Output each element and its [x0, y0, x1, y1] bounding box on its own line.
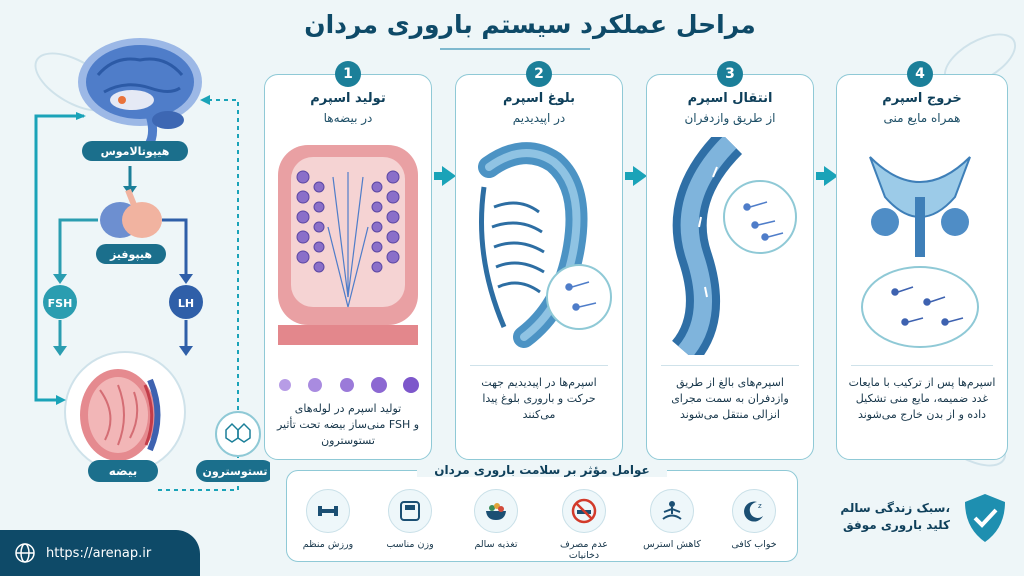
shield-check-icon — [965, 494, 1005, 542]
step-number: 3 — [717, 61, 743, 87]
brain-illustration — [78, 38, 202, 149]
factor-label: ورزش منظم — [302, 539, 354, 550]
meditation-icon — [650, 489, 694, 533]
lifestyle-line-1: سبک زندگی سالم، — [840, 501, 950, 515]
seminiferous-tubule-illustration — [278, 145, 418, 345]
flow-arrow — [434, 166, 456, 186]
scale-icon — [388, 489, 432, 533]
factor-item-stress: کاهش استرس — [635, 489, 709, 550]
step-subtitle: در بیضه‌ها — [323, 111, 373, 125]
step-card-1: 1 تولید اسپرم در بیضه‌ها تولید اسپرم در … — [264, 61, 432, 460]
factor-item-healthy-food: تغذیه سالم — [459, 489, 533, 550]
hormonal-axis-diagram: هیپوتالاموس هیپوفیز FSH LH بیضه تست — [34, 38, 270, 491]
epididymis-illustration — [478, 142, 612, 348]
testis-label: بیضه — [109, 464, 138, 478]
step-title: خروج اسپرم — [882, 91, 962, 106]
pituitary-label: هیپوفیز — [109, 248, 152, 261]
factor-label: تغذیه سالم — [474, 539, 518, 550]
lifestyle-text: سبک زندگی سالم، کلید باروری موفق — [838, 500, 950, 534]
step-description: اسپرم‌های بالغ از طریق وازدفران به سمت م… — [671, 376, 789, 421]
fsh-label: FSH — [48, 297, 73, 310]
moon-icon: z — [732, 489, 776, 533]
globe-icon — [15, 543, 35, 563]
ejaculation-illustration — [861, 156, 979, 348]
lifestyle-line-2: کلید باروری موفق — [843, 518, 950, 532]
factors-title: عوامل مؤثر بر سلامت باروری مردان — [417, 463, 667, 477]
factor-label: خواب کافی — [731, 539, 777, 550]
flow-arrow — [816, 166, 838, 186]
website-link[interactable]: https://arenap.ir — [46, 545, 152, 561]
title-underline — [440, 48, 590, 50]
vas-deferens-illustration — [671, 137, 797, 355]
step-description: تولید اسپرم در لوله‌های منی‌ساز بیضه تحت… — [276, 402, 420, 447]
factor-label: کاهش استرس — [643, 539, 701, 550]
step-subtitle: از طریق وازدفران — [684, 111, 776, 125]
health-factors-panel: عوامل مؤثر بر سلامت باروری مردان z خواب … — [286, 463, 798, 562]
factor-item-weight: وزن مناسب — [373, 489, 447, 550]
testosterone-label: تستوسترون — [202, 465, 267, 478]
step-description: اسپرم‌ها پس از ترکیب با مایعات غدد ضمیمه… — [848, 376, 996, 421]
step-number: 4 — [907, 61, 933, 87]
no-smoking-icon — [562, 489, 606, 533]
card-divider — [661, 365, 799, 366]
svg-text:z: z — [758, 502, 762, 510]
lh-label: LH — [178, 297, 194, 310]
step-subtitle: در اپیدیدیم — [512, 111, 566, 125]
lifestyle-note: سبک زندگی سالم، کلید باروری موفق — [838, 492, 1014, 548]
flow-arrow — [625, 166, 647, 186]
step-subtitle: همراه مایع منی — [883, 111, 961, 125]
step-card-2: 2 بلوغ اسپرم در اپیدیدیم اسپرم‌ها در اپی… — [455, 61, 623, 460]
step-title: انتقال اسپرم — [687, 91, 773, 106]
factor-label: وزن مناسب — [386, 539, 434, 550]
dumbbell-icon — [306, 489, 350, 533]
step-title: تولید اسپرم — [310, 91, 386, 106]
food-bowl-icon — [474, 489, 518, 533]
testis-illustration — [80, 369, 161, 461]
step-description: اسپرم‌ها در اپیدیدیم جهت حرکت و باروری ب… — [481, 376, 597, 421]
step-card-3: 3 انتقال اسپرم از طریق وازدفران اسپرم‌ها… — [646, 61, 814, 460]
spermatogenesis-stages-icon — [279, 377, 419, 393]
factor-label: عدم مصرف دخانیات — [560, 539, 608, 561]
step-number: 1 — [335, 61, 361, 87]
hypothalamus-label: هیپوتالاموس — [101, 145, 170, 158]
step-number: 2 — [526, 61, 552, 87]
testosterone-molecule-icon — [225, 422, 251, 443]
factor-item-exercise: ورزش منظم — [291, 489, 365, 550]
step-card-4: 4 خروج اسپرم همراه مایع منی اسپرم‌ها پس … — [836, 61, 1008, 460]
step-title: بلوغ اسپرم — [503, 91, 575, 106]
card-divider — [470, 365, 608, 366]
factor-item-no-smoking: عدم مصرف دخانیات — [547, 489, 621, 561]
factor-item-sleep: z خواب کافی — [717, 489, 791, 550]
pituitary-illustration — [100, 188, 162, 238]
page-title: مراحل عملکرد سیستم باروری مردان — [304, 10, 756, 39]
footer-bar: https://arenap.ir — [0, 530, 200, 576]
card-divider — [851, 365, 993, 366]
